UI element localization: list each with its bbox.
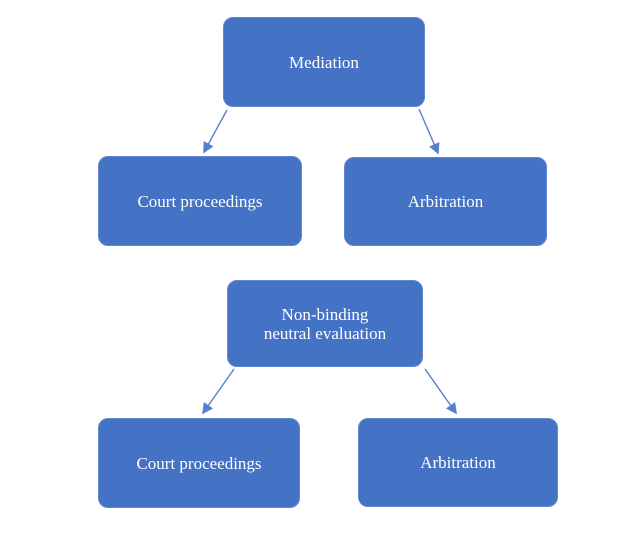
node-nonbinding-neutral-evaluation: Non-binding neutral evaluation — [227, 280, 423, 367]
arrow-nonbinding-to-court-proceedings — [202, 368, 235, 415]
node-label: Mediation — [289, 52, 359, 72]
node-court-proceedings-bottom: Court proceedings — [98, 418, 300, 508]
node-label-line2: neutral evaluation — [263, 323, 387, 343]
node-arbitration-top: Arbitration — [344, 157, 547, 246]
arrow-nonbinding-to-arbitration — [424, 368, 457, 415]
node-label: Court proceedings — [136, 453, 262, 473]
arrow-mediation-to-arbitration — [418, 108, 440, 155]
node-label: Court proceedings — [137, 191, 263, 211]
node-arbitration-bottom: Arbitration — [358, 418, 558, 507]
node-label: Arbitration — [407, 192, 484, 211]
node-label: Arbitration — [420, 453, 496, 472]
node-mediation: Mediation — [223, 17, 425, 107]
arrow-mediation-to-court-proceedings — [203, 109, 228, 154]
node-court-proceedings-top: Court proceedings — [98, 156, 302, 246]
node-label-line1: Non-binding — [281, 304, 369, 324]
